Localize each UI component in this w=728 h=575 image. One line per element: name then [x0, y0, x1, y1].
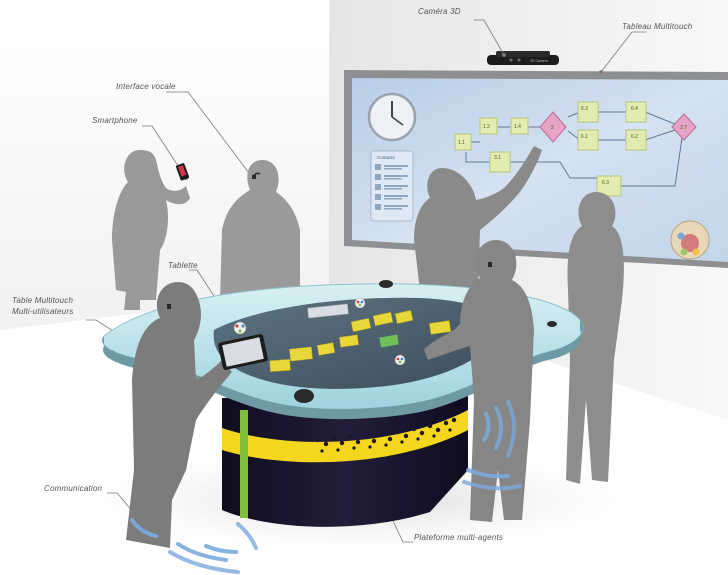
diagram-node[interactable] [596, 175, 622, 197]
diagram-node-label: 6.3 [581, 106, 588, 112]
diagram-node[interactable] [454, 133, 472, 151]
user-silhouette [566, 192, 624, 484]
table-card[interactable] [429, 320, 452, 335]
table-card[interactable] [350, 317, 372, 333]
headset-icon [167, 262, 492, 309]
user-silhouette [112, 150, 190, 310]
user-silhouette [126, 282, 232, 548]
diagram-node-label: 1.1 [458, 140, 465, 146]
label-communication: Communication [44, 484, 103, 493]
diagram-node-label: 2 [551, 125, 554, 131]
label-multi-utilisateurs: Multi-utilisateurs [12, 307, 74, 316]
table-cards[interactable] [269, 310, 452, 372]
radial-menu-icon[interactable] [670, 220, 710, 260]
workflow-connectors [465, 111, 683, 187]
table-card[interactable] [289, 346, 313, 362]
tablet-icon [218, 334, 268, 370]
diagram-node-label: 6.3 [602, 180, 609, 186]
headset-icon [252, 172, 261, 179]
user-menu-icon[interactable] [394, 354, 406, 366]
diagram-node-label: 2.7 [680, 125, 687, 131]
user-menu-icon[interactable] [233, 321, 247, 335]
label-tablette: Tablette [168, 261, 198, 270]
diagram-node-label: 6.1 [581, 134, 588, 140]
table-sensor [547, 321, 557, 327]
table-card[interactable] [269, 359, 291, 372]
table-card-selected[interactable] [379, 334, 399, 348]
diagram-node-label: 6.2 [631, 134, 638, 140]
diagram-node[interactable] [489, 151, 511, 173]
label-interface-vocale: Interface vocale [116, 82, 176, 91]
table-card[interactable] [316, 342, 336, 356]
diagram-node[interactable] [577, 129, 599, 151]
label-tableau-multitouch: Tableau Multitouch [622, 22, 693, 31]
contacts-title: Contacts [377, 155, 396, 160]
table-card[interactable] [372, 311, 394, 327]
camera-brand-label: 3D Camera [530, 59, 548, 63]
diagram-node[interactable] [510, 117, 529, 135]
diagram-node-label: 1.2 [483, 124, 490, 130]
workflow-nodes[interactable]: 1.1 1.2 1.4 2 3.1 6.3 6.1 6.4 6.2 6.3 2.… [454, 101, 697, 197]
table-sensor [294, 389, 314, 403]
table-skirt [102, 320, 584, 420]
decision-node[interactable] [539, 111, 567, 143]
user-silhouette [220, 160, 300, 300]
user-silhouettes-back [112, 150, 300, 310]
diagram-node[interactable] [625, 129, 647, 151]
diagram-node[interactable] [625, 101, 647, 123]
diagram-node-label: 1.4 [514, 124, 521, 130]
label-table-multitouch: Table Multitouch [12, 296, 74, 305]
diagram-node[interactable] [577, 101, 599, 123]
label-smartphone: Smartphone [92, 116, 138, 125]
user-silhouette [424, 240, 534, 522]
table-light-strip [240, 410, 248, 518]
diagram-node-label: 6.4 [631, 106, 638, 112]
communication-waves [130, 400, 522, 574]
label-plateforme-multi-agents: Plateforme multi-agents [414, 533, 504, 542]
table-yellow-band [222, 410, 468, 463]
multitouch-board[interactable]: Contacts 1.1 1.2 1.4 2 3.1 [344, 70, 728, 268]
label-camera-3d: Caméra 3D [418, 7, 461, 16]
table-vent-pattern [315, 417, 457, 453]
table-card[interactable] [394, 310, 414, 324]
virtual-keyboard[interactable] [307, 303, 349, 319]
table-sensor [379, 280, 393, 288]
depth-camera: 3D Camera [487, 51, 559, 65]
diagram-node-label: 3.1 [494, 155, 501, 161]
decision-node[interactable] [671, 113, 697, 141]
table-card[interactable] [339, 334, 359, 348]
smartphone-icon [175, 163, 190, 181]
diagram-node[interactable] [479, 117, 498, 135]
clock-icon [367, 92, 417, 142]
user-menu-icon[interactable] [354, 297, 366, 309]
user-silhouette [414, 146, 542, 290]
contacts-panel[interactable]: Contacts [370, 150, 414, 222]
